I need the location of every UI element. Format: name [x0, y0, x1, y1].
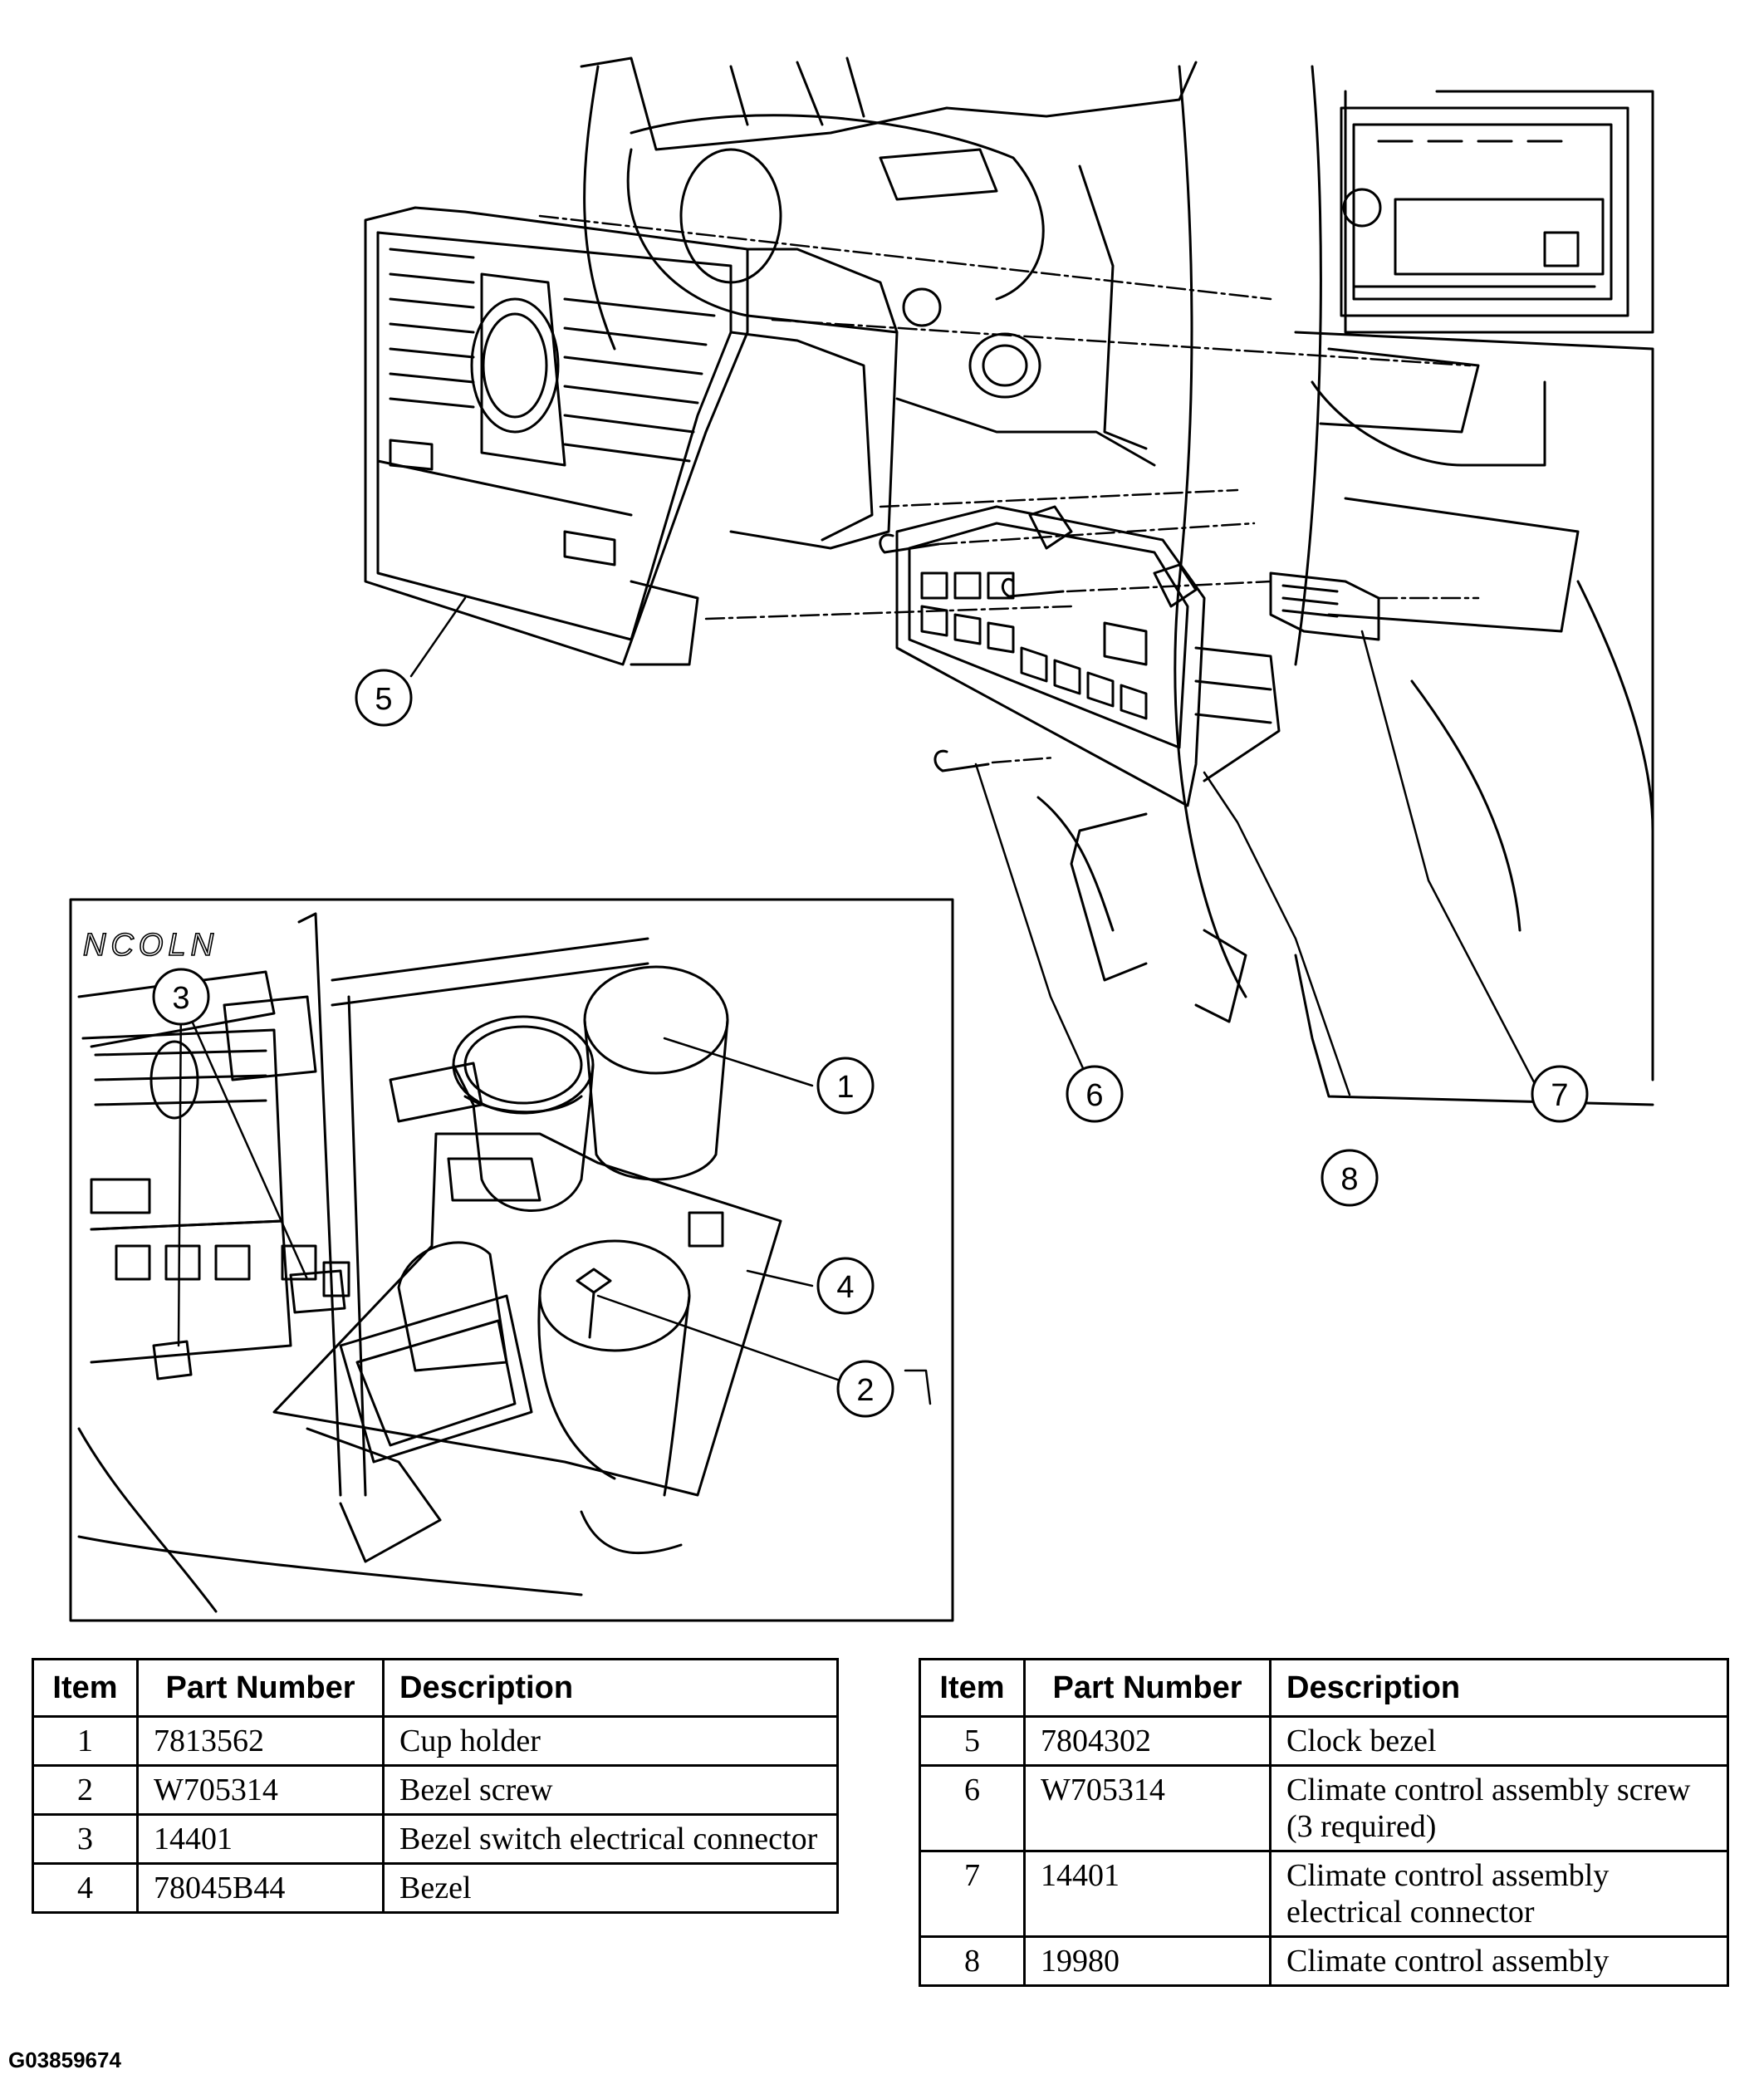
cell-item: 8	[919, 1935, 1026, 1987]
header-item: Item	[32, 1658, 139, 1718]
cell-description: Clock bezel	[1269, 1715, 1729, 1767]
figure-id: G03859674	[8, 2047, 121, 2072]
header-item: Item	[919, 1658, 1026, 1718]
callout-label-2: 2	[856, 1373, 874, 1408]
table-row: 7 14401 Climate control assembly electri…	[919, 1850, 1729, 1938]
callout-label-1: 1	[836, 1070, 854, 1105]
dashboard-drawing	[580, 56, 1654, 1106]
cell-part-number: W705314	[1023, 1764, 1272, 1852]
cell-description: Bezel	[382, 1862, 839, 1914]
cell-item: 3	[32, 1813, 139, 1865]
callout-circle-2	[836, 1360, 894, 1418]
callout-circles	[152, 669, 1589, 1418]
callout-circle-1	[816, 1057, 875, 1115]
exploded-view-diagram: 1 2 3 4 5 6 7 8 NCOLN	[69, 56, 1654, 1622]
leader-lines	[177, 596, 1542, 1405]
cell-description: Climate control assembly	[1269, 1935, 1729, 1987]
cell-item: 6	[919, 1764, 1026, 1852]
callout-label-4: 4	[836, 1270, 854, 1305]
table-row: 1 7813562 Cup holder	[32, 1715, 839, 1767]
callout-label-3: 3	[172, 981, 189, 1016]
climate-control-drawing	[879, 505, 1380, 807]
header-description: Description	[382, 1658, 839, 1718]
table-row: 8 19980 Climate control assembly	[919, 1935, 1729, 1987]
cell-item: 5	[919, 1715, 1026, 1767]
cell-part-number: 14401	[136, 1813, 385, 1865]
table-row: 6 W705314 Climate control assembly screw…	[919, 1764, 1729, 1852]
callout-circle-6	[1066, 1065, 1124, 1123]
cell-description: Climate control assembly electrical conn…	[1269, 1850, 1729, 1938]
table-header-row: Item Part Number Description	[32, 1658, 839, 1718]
cell-part-number: 7804302	[1023, 1715, 1272, 1767]
callout-circle-3	[152, 968, 210, 1026]
cell-item: 7	[919, 1850, 1026, 1938]
callout-circle-8	[1321, 1149, 1379, 1207]
cell-description: Bezel screw	[382, 1764, 839, 1816]
cell-part-number: 14401	[1023, 1850, 1272, 1938]
callout-label-6: 6	[1085, 1078, 1103, 1113]
callout-circle-5	[355, 669, 413, 727]
callout-label-8: 8	[1340, 1162, 1358, 1197]
callout-circle-7	[1531, 1065, 1589, 1123]
clock-bezel-drawing	[364, 206, 899, 666]
table-row: 2 W705314 Bezel screw	[32, 1764, 839, 1816]
table-row: 4 78045B44 Bezel	[32, 1862, 839, 1914]
cell-part-number: 7813562	[136, 1715, 385, 1767]
header-description: Description	[1269, 1658, 1729, 1718]
table-row: 3 14401 Bezel switch electrical connecto…	[32, 1813, 839, 1865]
inset-frame	[69, 898, 954, 1622]
parts-table-left: Item Part Number Description 1 7813562 C…	[32, 1658, 839, 1914]
cell-part-number: W705314	[136, 1764, 385, 1816]
callout-circle-4	[816, 1257, 875, 1315]
cell-description: Bezel switch electrical connector	[382, 1813, 839, 1865]
inset-console-drawing	[77, 912, 782, 1613]
cell-item: 4	[32, 1862, 139, 1914]
cell-description: Climate control assembly screw (3 requir…	[1269, 1764, 1729, 1852]
header-part-number: Part Number	[1023, 1658, 1272, 1718]
cell-description: Cup holder	[382, 1715, 839, 1767]
callout-label-5: 5	[375, 682, 392, 717]
inset-caption: NCOLN	[83, 928, 218, 963]
parts-table-right: Item Part Number Description 5 7804302 C…	[919, 1658, 1729, 1987]
alignment-lines	[538, 214, 1480, 764]
cell-item: 2	[32, 1764, 139, 1816]
cell-part-number: 19980	[1023, 1935, 1272, 1987]
header-part-number: Part Number	[136, 1658, 385, 1718]
table-row: 5 7804302 Clock bezel	[919, 1715, 1729, 1767]
cell-part-number: 78045B44	[136, 1862, 385, 1914]
table-header-row: Item Part Number Description	[919, 1658, 1729, 1718]
cell-item: 1	[32, 1715, 139, 1767]
callout-label-7: 7	[1551, 1078, 1568, 1113]
